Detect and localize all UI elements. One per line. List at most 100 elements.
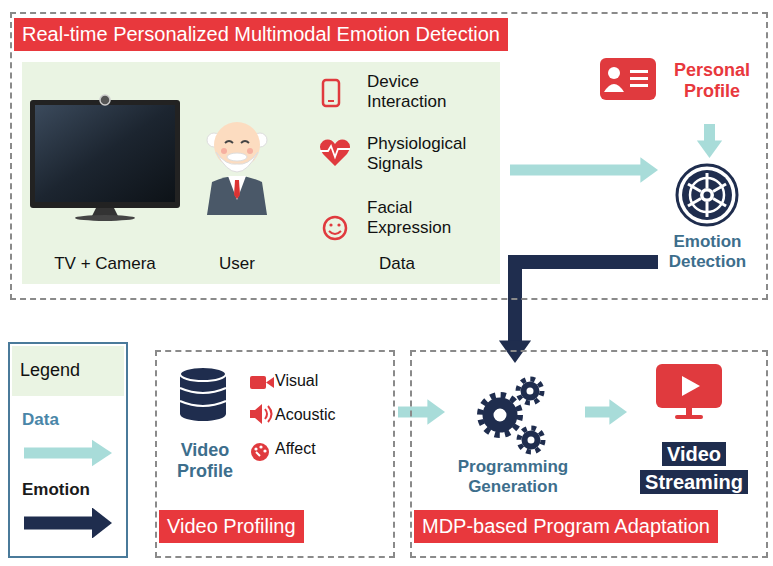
speaker	[250, 404, 262, 424]
spoke	[713, 184, 726, 192]
dial-dot	[254, 447, 257, 450]
node-box: Programming Generation	[448, 365, 582, 505]
feature-label: Affect	[275, 440, 375, 458]
eyes	[225, 141, 249, 143]
eye	[337, 223, 340, 226]
text-slot: Visual	[275, 372, 375, 390]
tv-base	[75, 215, 135, 221]
emblem-dot	[704, 192, 711, 199]
sound-waves	[265, 406, 272, 422]
card-head	[608, 67, 620, 79]
device-label: TV + Camera	[30, 254, 180, 274]
legend-arrow-line	[24, 517, 94, 530]
connector-line	[515, 262, 658, 342]
emblem-spokes	[688, 173, 726, 217]
smiley-icon	[324, 217, 346, 239]
connector-line	[585, 407, 610, 418]
card-body	[604, 84, 624, 92]
legend-entry: Emotion	[10, 480, 126, 544]
dial-dot	[259, 445, 262, 448]
profile-label: Video Profile	[165, 440, 245, 481]
text-slot: Facial Expression	[367, 198, 487, 237]
db-top	[180, 367, 226, 381]
emblem-ring	[677, 165, 737, 225]
region-box: Real-time Personalized Multimodal Emotio…	[10, 12, 768, 300]
legend-title: Legend	[20, 360, 80, 381]
data-item: Facial Expression	[367, 198, 487, 237]
node-box: Personal Profile	[595, 52, 765, 122]
connector-line	[398, 407, 428, 418]
legend-entry: Data	[10, 410, 126, 474]
connector-arrow	[585, 399, 627, 424]
region-box: Video Profiling Video Profile VisualAcoust…	[155, 350, 395, 558]
cheek	[247, 148, 253, 154]
text-slot: Personal Profile	[663, 60, 761, 101]
streaming-icon	[656, 364, 722, 419]
tie	[234, 180, 240, 199]
database-icon	[180, 367, 226, 421]
spoke	[688, 199, 701, 207]
gear	[524, 385, 537, 398]
mustache	[227, 153, 247, 161]
tv-camera	[30, 95, 180, 221]
data-item: Device Interaction	[367, 72, 487, 111]
emblem	[682, 170, 732, 220]
card-line	[630, 70, 648, 73]
visual-icon	[250, 376, 274, 389]
feature-label: Acoustic	[275, 406, 375, 424]
text-slot: Legend	[20, 360, 80, 381]
affect-icon	[251, 443, 269, 461]
connector-arrow	[510, 157, 658, 182]
legend-arrow-head	[92, 440, 112, 466]
card-line	[630, 77, 648, 80]
screen	[656, 364, 722, 408]
db-bottom	[180, 407, 226, 421]
text-slot: Video Profile	[165, 440, 245, 481]
legend-text: Data	[22, 410, 126, 430]
user-label: User	[207, 254, 267, 274]
region-title: MDP-based Program Adaptation	[414, 510, 718, 543]
text-slot: Real-time Personalized Multimodal Emotio…	[14, 18, 508, 51]
panel-fill	[22, 62, 500, 284]
face	[324, 217, 346, 239]
tv-screen	[35, 105, 175, 202]
card-line	[630, 84, 648, 87]
emblem-core	[700, 188, 714, 202]
jacket	[207, 176, 267, 215]
camera-lens	[266, 377, 274, 388]
connector-arrow	[398, 399, 445, 424]
spoke	[713, 199, 726, 207]
legend-text: Emotion	[22, 480, 126, 500]
node-box: TV + Camera User Data Device InteractionPhy…	[22, 62, 500, 284]
profile-label: Personal Profile	[663, 60, 761, 101]
module-label: Emotion Detection	[660, 232, 755, 271]
text-slot: MDP-based Program Adaptation	[414, 510, 718, 543]
region-title: Video Profiling	[159, 510, 304, 543]
text-slot: Video Streaming	[634, 440, 754, 496]
gear	[525, 434, 538, 447]
gear-teeth	[518, 379, 542, 403]
text-slot: Data	[352, 254, 442, 274]
shirt	[228, 176, 246, 200]
phone-button	[328, 100, 334, 102]
screen-base	[675, 415, 703, 419]
connector-arrow	[697, 124, 722, 158]
legend-swatch	[16, 508, 120, 538]
arrow-head	[609, 399, 627, 424]
text-slot: Device Interaction	[367, 72, 487, 111]
screen-stand	[686, 408, 692, 416]
text-slot: TV + Camera	[30, 254, 180, 274]
text-slot: Physiological Signals	[367, 134, 487, 173]
user-figure	[207, 122, 267, 215]
legend-swatch	[16, 438, 120, 468]
profile-icon	[600, 58, 656, 100]
spoke	[706, 202, 709, 217]
arrow-head	[427, 399, 445, 424]
play	[682, 376, 700, 396]
node-box: Emotion Detection	[660, 160, 759, 290]
acoustic-icon	[250, 404, 272, 424]
node-box: Video Profile VisualAcousticAffect	[165, 358, 387, 503]
legend-box: LegendDataEmotion	[8, 342, 128, 558]
connector-arrow	[499, 262, 658, 363]
